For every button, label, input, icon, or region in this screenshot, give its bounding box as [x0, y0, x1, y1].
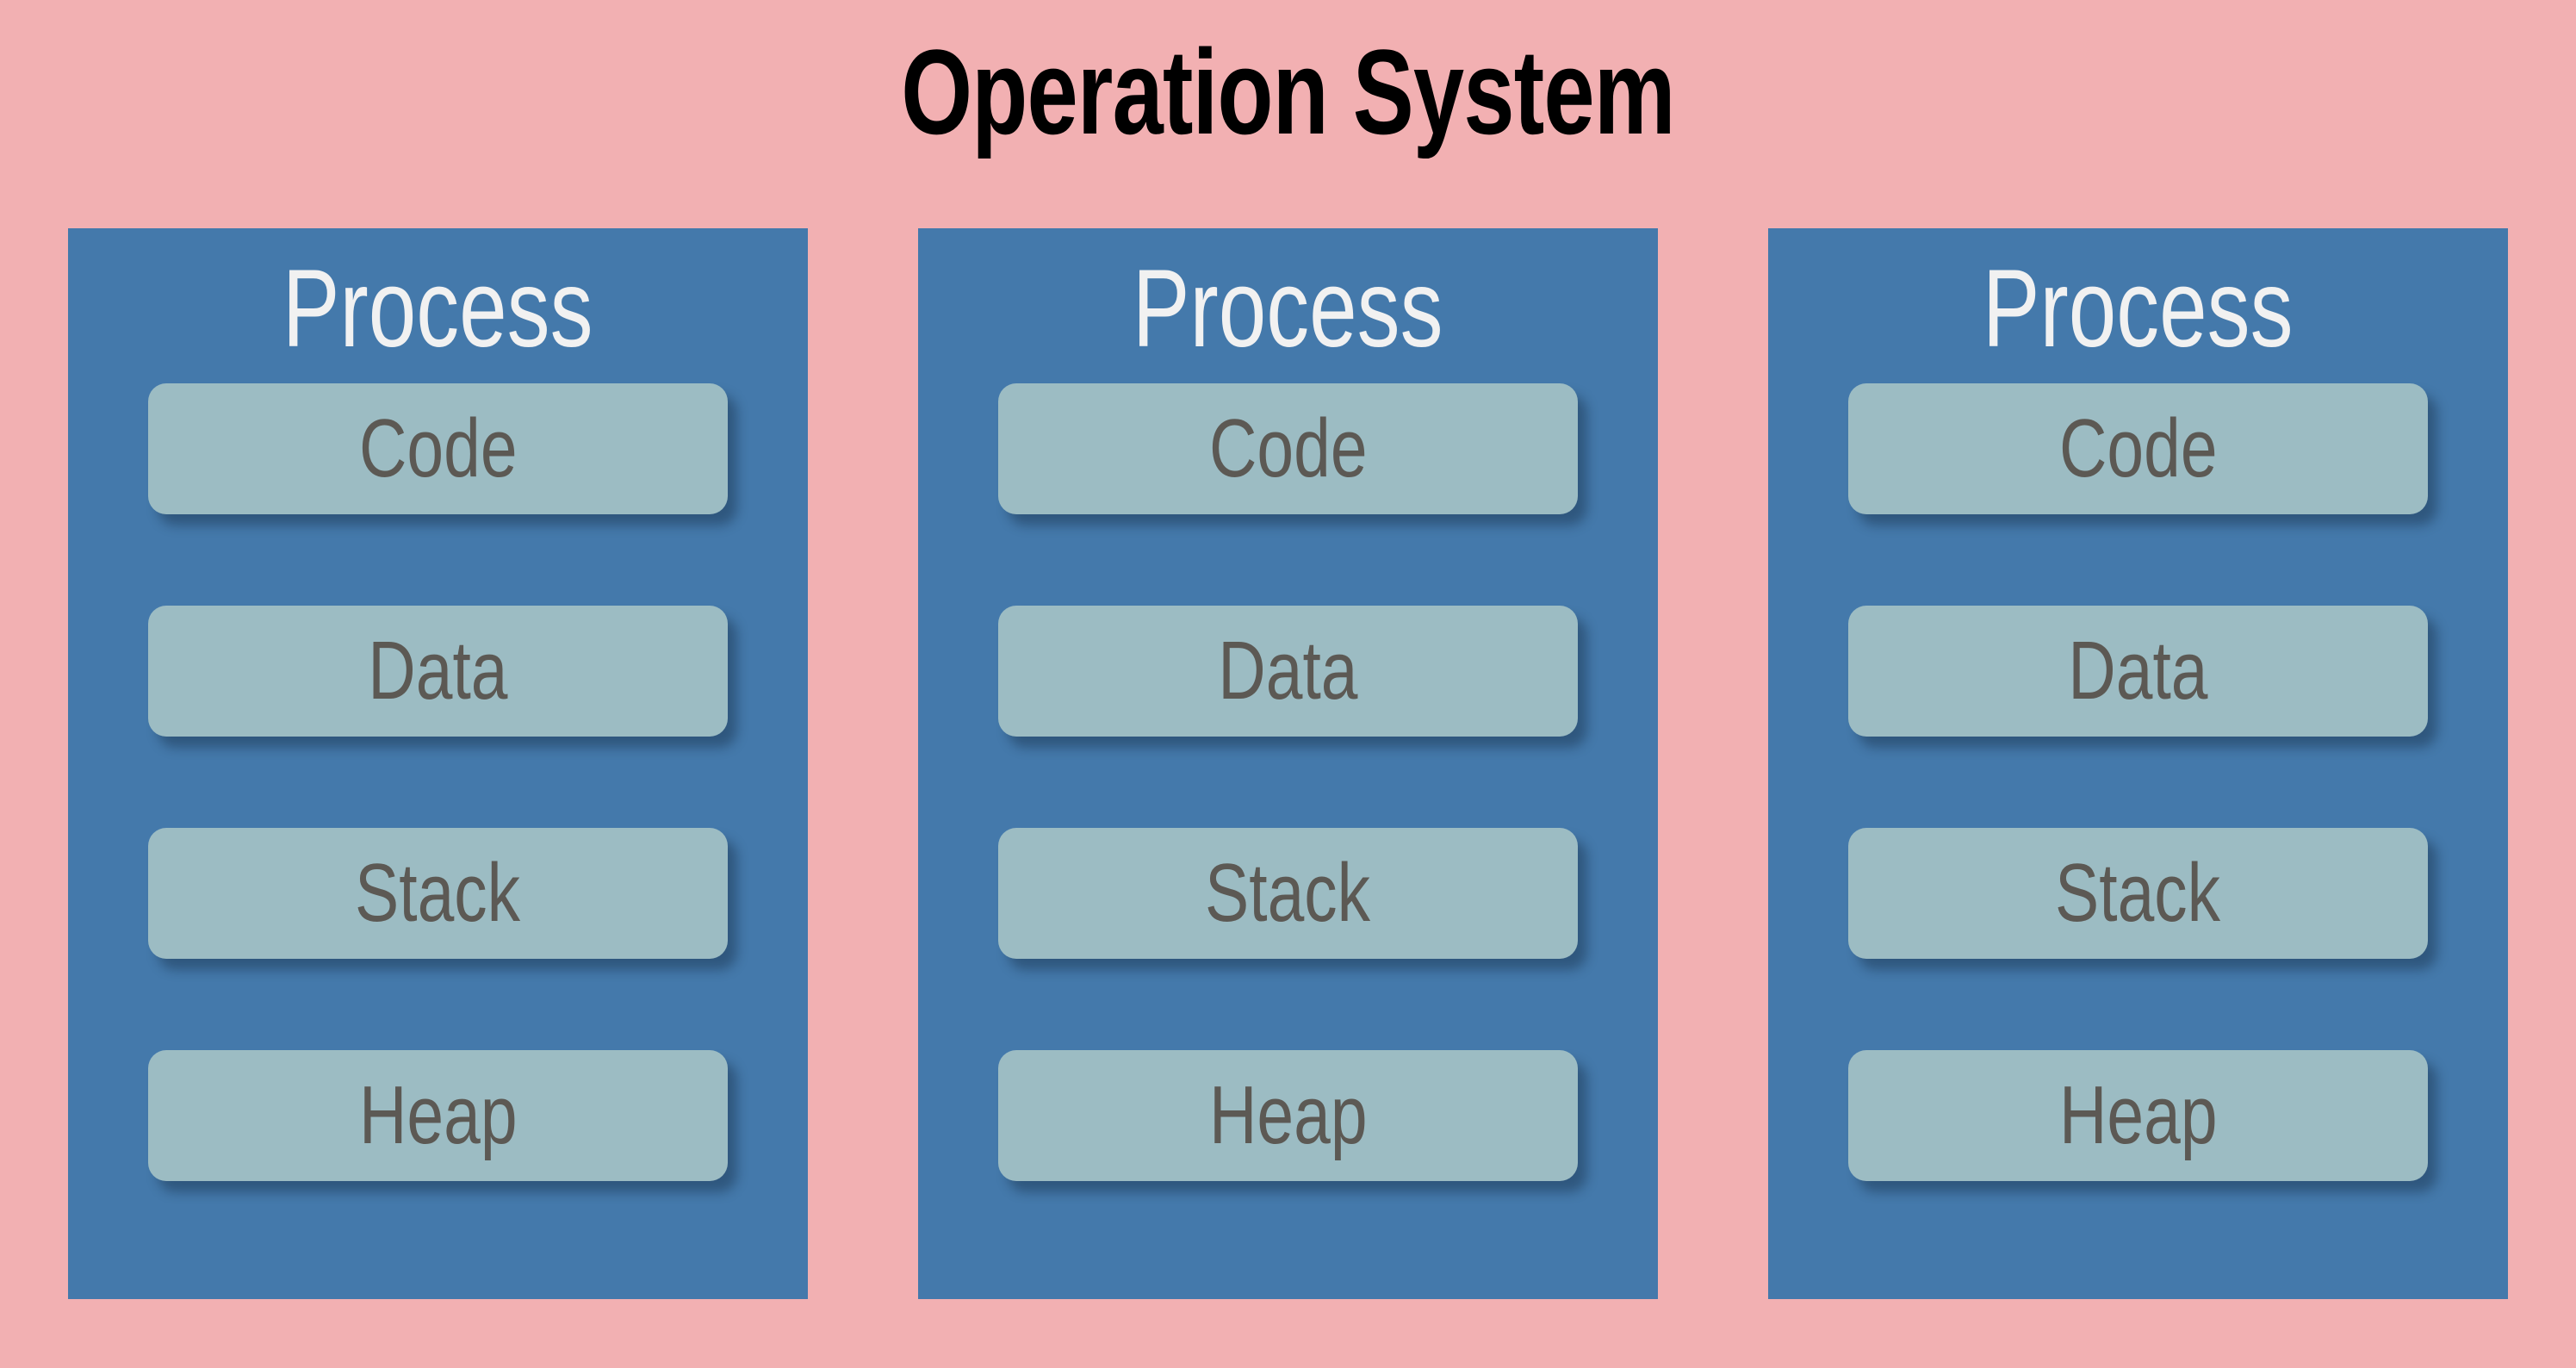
- segment-label-stack-1: Stack: [355, 847, 521, 939]
- process-title-1: Process: [282, 247, 593, 370]
- segment-data-2: Data: [998, 606, 1578, 737]
- segment-label-data-3: Data: [2068, 625, 2208, 717]
- segment-label-code-1: Code: [358, 402, 518, 494]
- segment-label-code-3: Code: [2058, 402, 2218, 494]
- segment-code-1: Code: [148, 383, 728, 514]
- segment-code-2: Code: [998, 383, 1578, 514]
- segment-label-data-1: Data: [368, 625, 508, 717]
- process-row: Process Code Data Stack Heap Process: [68, 228, 2508, 1299]
- process-box-1: Process Code Data Stack Heap: [68, 228, 808, 1299]
- process-title-2: Process: [1133, 247, 1443, 370]
- process-box-3: Process Code Data Stack Heap: [1768, 228, 2508, 1299]
- segment-label-data-2: Data: [1218, 625, 1358, 717]
- segment-heap-3: Heap: [1848, 1050, 2428, 1181]
- segment-list-2: Code Data Stack Heap: [918, 383, 1658, 1181]
- segment-stack-3: Stack: [1848, 828, 2428, 959]
- segment-label-stack-3: Stack: [2055, 847, 2221, 939]
- segment-label-stack-2: Stack: [1205, 847, 1371, 939]
- segment-label-heap-3: Heap: [2058, 1069, 2218, 1161]
- segment-label-heap-1: Heap: [358, 1069, 518, 1161]
- segment-stack-1: Stack: [148, 828, 728, 959]
- segment-label-heap-2: Heap: [1208, 1069, 1368, 1161]
- segment-heap-1: Heap: [148, 1050, 728, 1181]
- segment-heap-2: Heap: [998, 1050, 1578, 1181]
- process-box-2: Process Code Data Stack Heap: [918, 228, 1658, 1299]
- segment-stack-2: Stack: [998, 828, 1578, 959]
- segment-data-3: Data: [1848, 606, 2428, 737]
- segment-data-1: Data: [148, 606, 728, 737]
- segment-list-3: Code Data Stack Heap: [1768, 383, 2508, 1181]
- process-title-3: Process: [1983, 247, 2294, 370]
- page-title: Operation System: [901, 24, 1675, 159]
- segment-list-1: Code Data Stack Heap: [68, 383, 808, 1181]
- segment-code-3: Code: [1848, 383, 2428, 514]
- segment-label-code-2: Code: [1208, 402, 1368, 494]
